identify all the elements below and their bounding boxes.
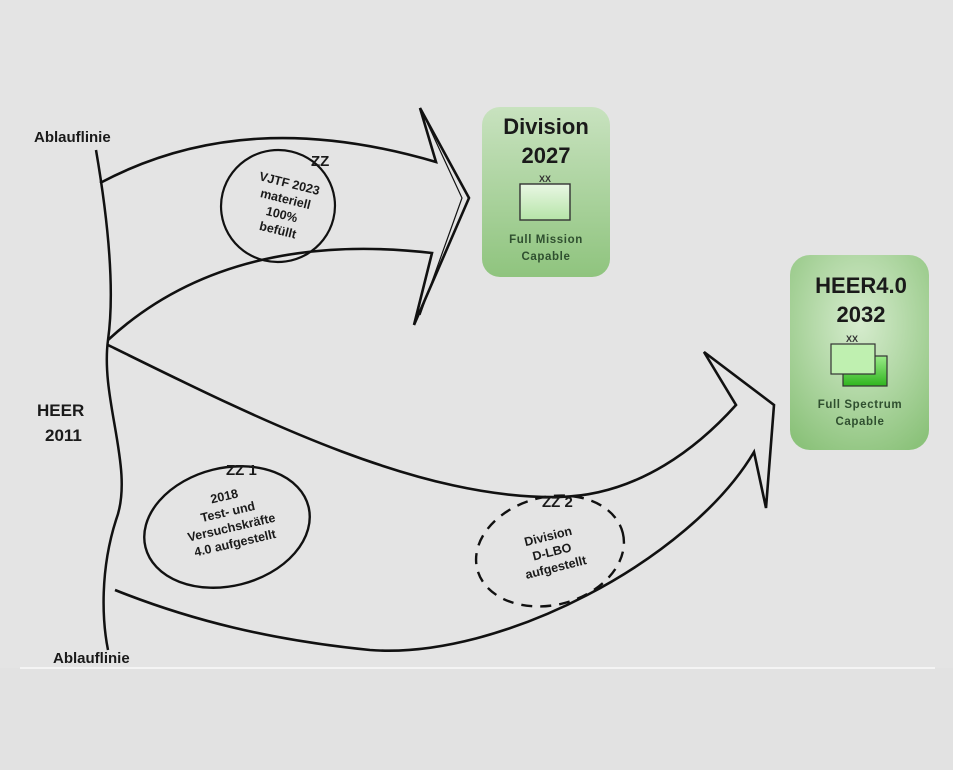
heer2011-line-2: 2011 (45, 426, 82, 445)
heer2011-line-1: HEER (37, 401, 84, 420)
lower-arrow (107, 343, 776, 652)
zz1-text: 2018 Test- und Versuchskräfte 4.0 aufges… (186, 486, 278, 559)
upper-arrow (99, 107, 471, 341)
goal-division-title-2: 2027 (522, 143, 571, 168)
ablauflinie-top-label: Ablauflinie (34, 129, 111, 146)
upper-arrow-shadow (419, 117, 463, 316)
goal-heer-title-1: HEER4.0 (815, 273, 907, 298)
zz-vjtf-ellipse (219, 148, 337, 264)
zz1-line-1: 2018 (209, 486, 239, 506)
goal-division-caption-1: Full Mission (509, 234, 583, 246)
ablauflinie-curve (94, 149, 123, 651)
zz1-head: ZZ 1 (226, 462, 257, 479)
goal-box-heer-2032: HEER4.0 2032 XX Full Spectrum Capable (790, 255, 929, 450)
ablauflinie-bottom-label: Ablauflinie (53, 650, 130, 667)
goal-heer-caption-1: Full Spectrum (818, 399, 902, 411)
goal-box-division-2027: Division 2027 XX Full Mission Capable (482, 107, 610, 277)
bottom-band (0, 668, 953, 770)
goal-heer-title-2: 2032 (837, 302, 886, 327)
goal-division-caption-2: Capable (522, 251, 571, 263)
zz1-ellipse (143, 465, 311, 589)
division-unit-symbol-icon (519, 183, 571, 221)
zz2-text: Division D-LBO aufgestellt (523, 524, 589, 582)
zz-vjtf-head: ZZ (311, 153, 329, 170)
goal-heer-caption-2: Capable (836, 416, 885, 428)
goal-division-title-1: Division (503, 114, 589, 139)
division-symbol-marker: XX (539, 174, 551, 184)
heer-symbol-marker: XX (846, 334, 858, 344)
heer-unit-symbol-front-icon (830, 343, 876, 375)
zz2-head: ZZ 2 (542, 494, 573, 511)
zz-vjtf-text: VJTF 2023 materiell 100% befüllt (258, 169, 321, 241)
zz2-ellipse (474, 494, 626, 608)
